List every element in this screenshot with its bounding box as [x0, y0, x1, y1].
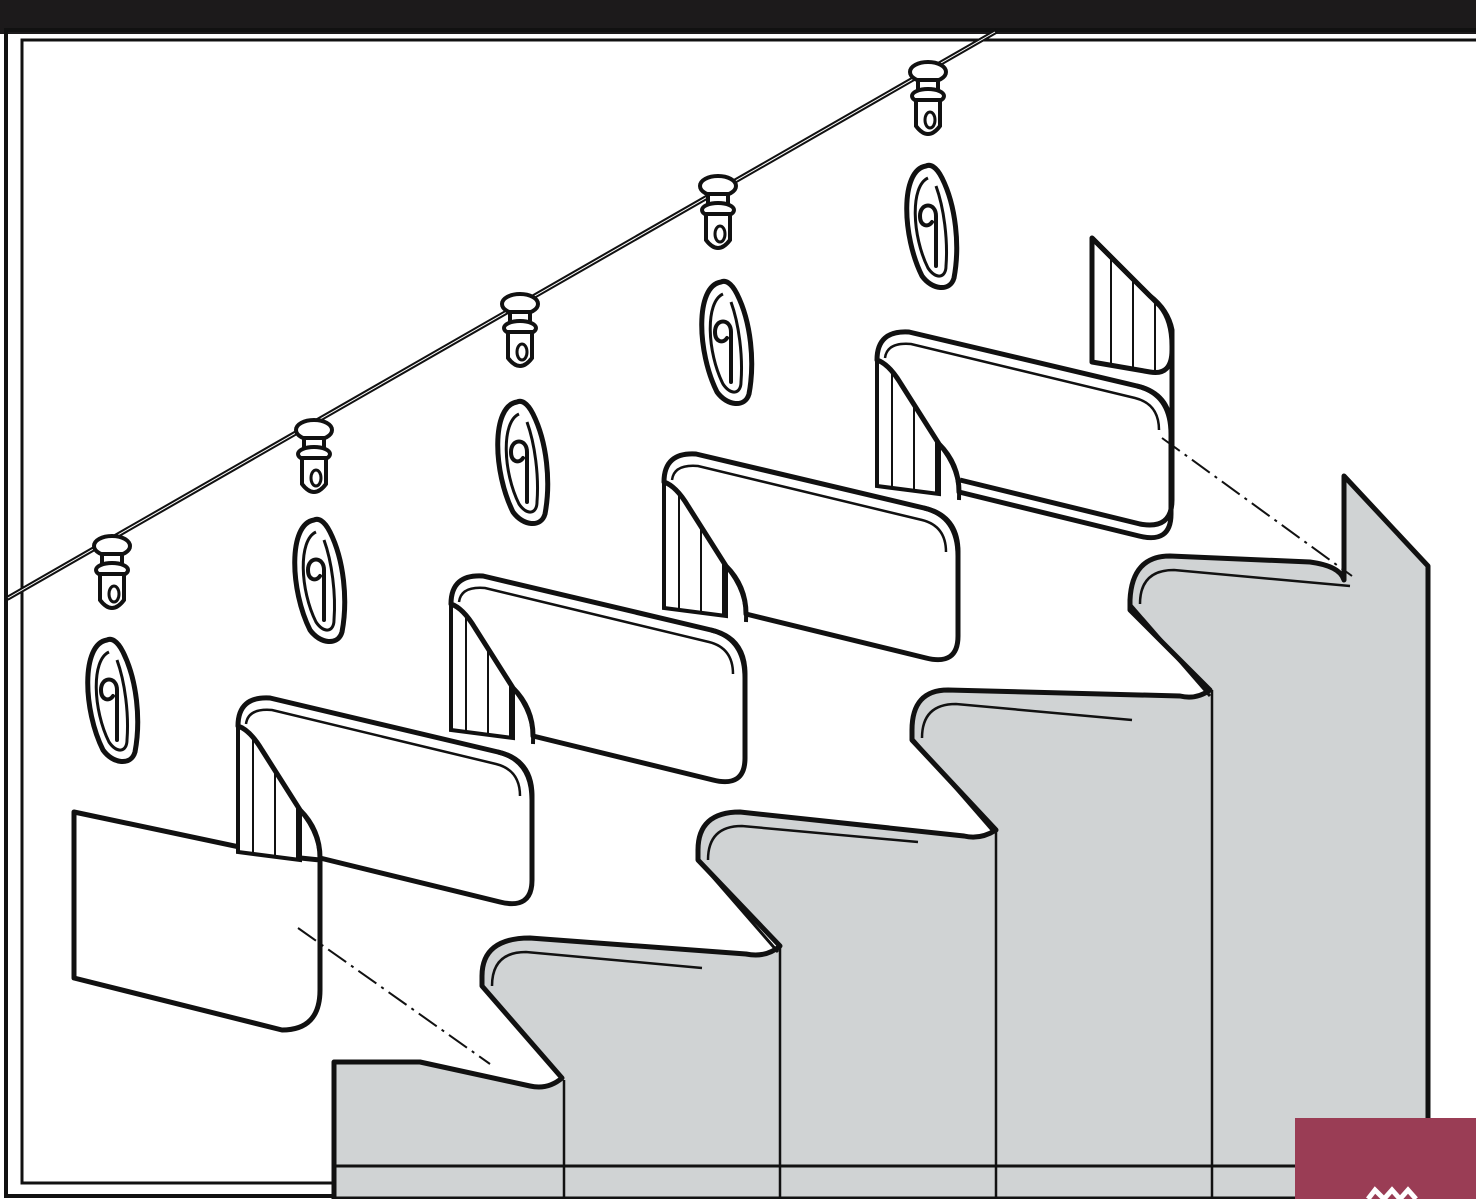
- fabric-pleat: [910, 702, 1133, 831]
- curtain-hook-icon: [85, 636, 141, 764]
- curtain-hook-icon: [904, 162, 960, 290]
- corner-badge-mark: [1366, 1186, 1418, 1199]
- tape-fold: [874, 329, 1174, 541]
- tape-fold: [661, 451, 961, 663]
- tape-fold: [235, 695, 535, 907]
- curtain-fabric: [331, 473, 1476, 1199]
- curtain-track-cord: [5, 29, 998, 601]
- corner-badge: [1295, 1118, 1476, 1199]
- dash-dot-guide: [1161, 437, 1353, 577]
- curtain-hook-icon: [292, 516, 348, 644]
- tape-fold: [448, 573, 748, 785]
- glider-runner-icon: [92, 534, 132, 610]
- dash-dot-guide: [297, 927, 491, 1065]
- fabric-pleat: [480, 950, 703, 1079]
- glider-runner-icon: [294, 418, 334, 494]
- fabric-pleat: [696, 824, 919, 953]
- glider-runner-icon: [500, 292, 540, 368]
- glider-runner-icon: [698, 174, 738, 250]
- heading-tape: [71, 235, 1175, 1033]
- curtain-hook-icon: [699, 278, 755, 406]
- runner-group: [92, 60, 948, 610]
- hook-group: [85, 162, 960, 764]
- glider-runner-icon: [908, 60, 948, 136]
- alignment-guides: [297, 437, 1353, 1065]
- fabric-pleat: [1128, 568, 1351, 697]
- curtain-hook-icon: [495, 398, 551, 526]
